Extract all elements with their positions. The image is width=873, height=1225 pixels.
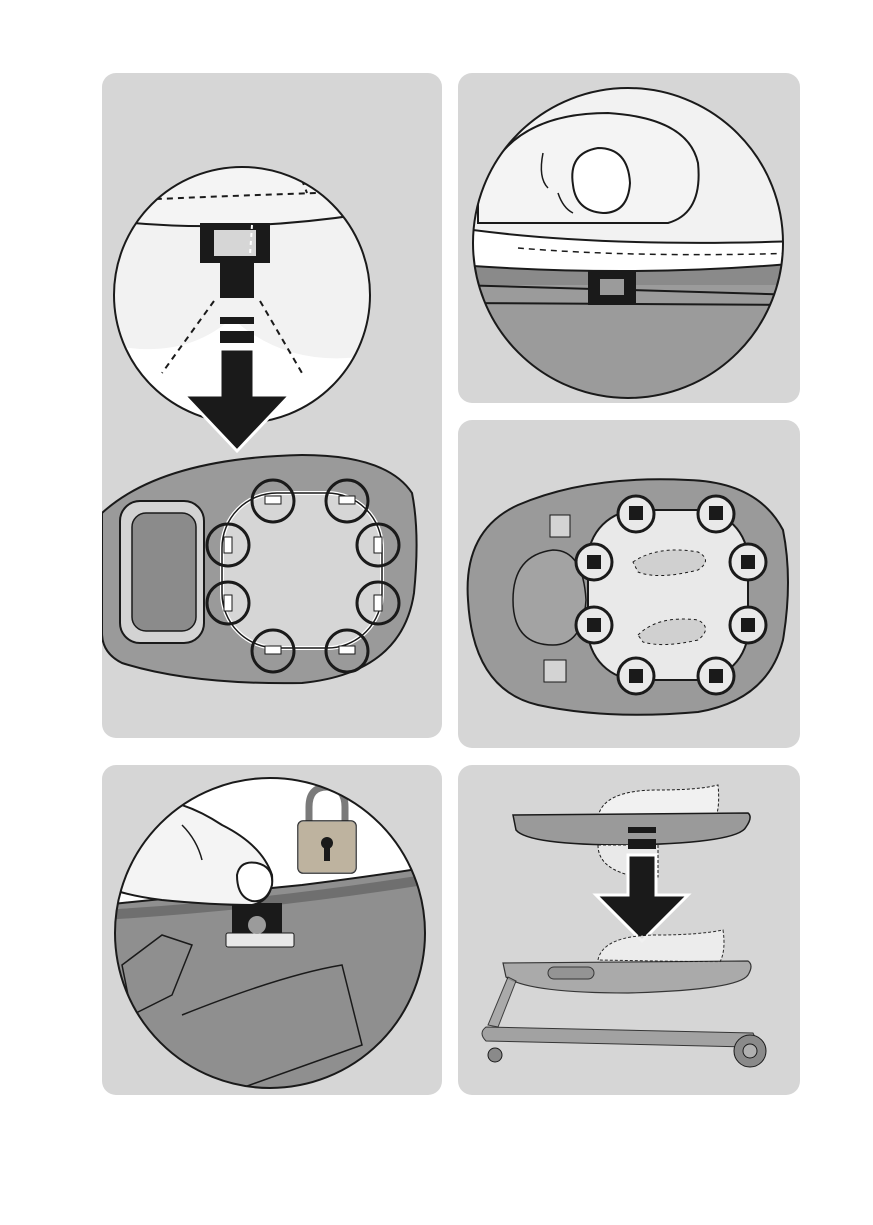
clip-marker — [730, 544, 766, 580]
instruction-panel-step-3 — [458, 420, 800, 748]
instruction-panel-step-4 — [102, 765, 442, 1095]
clip-marker — [576, 544, 612, 580]
zoom-detail-lock — [102, 765, 442, 1095]
instruction-panel-step-5 — [458, 765, 800, 1095]
step-2-illustration — [458, 73, 800, 403]
instruction-panel-step-1 — [102, 73, 442, 738]
clip-marker — [618, 496, 654, 532]
tray-on-walker-base — [482, 930, 766, 1067]
step-4-illustration — [102, 765, 442, 1095]
zoom-detail-fabric — [458, 73, 800, 403]
step-1-illustration — [102, 73, 442, 738]
instruction-panel-step-2 — [458, 73, 800, 403]
clip-marker — [698, 496, 734, 532]
clip-marker — [730, 607, 766, 643]
step-5-illustration — [458, 765, 800, 1095]
clip-marker — [576, 607, 612, 643]
clip-marker — [618, 658, 654, 694]
finger-hand-icon — [478, 113, 699, 223]
step-3-illustration — [458, 420, 800, 748]
clip-marker — [698, 658, 734, 694]
